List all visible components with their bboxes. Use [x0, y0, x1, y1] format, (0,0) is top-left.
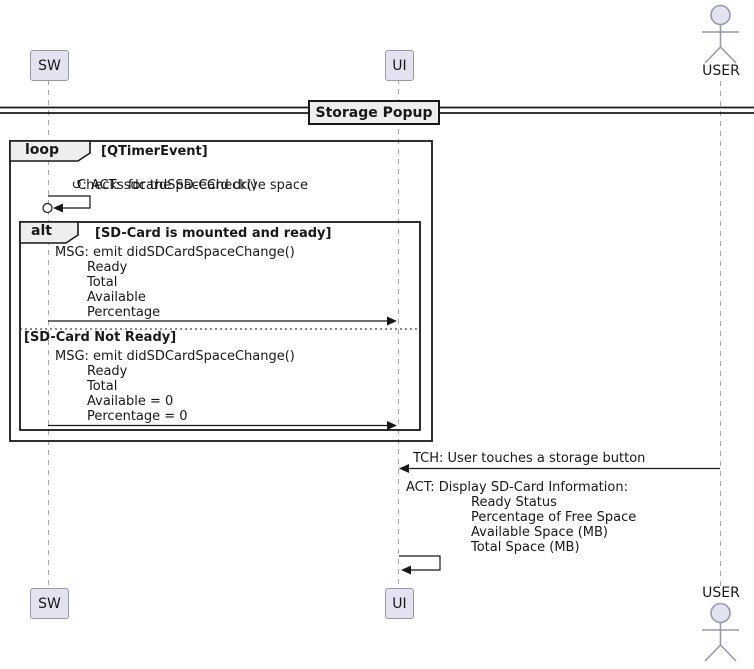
message-arrow-touch — [399, 464, 720, 473]
divider-title-box: Storage Popup — [308, 100, 440, 125]
divider-title: Storage Popup — [315, 104, 433, 121]
participant-sw-top: SW — [30, 50, 69, 81]
message-sdcard-check-note: Checks for the SD-Card drive space — [77, 178, 309, 193]
timer-icon: ↺ — [71, 178, 83, 193]
message-arrow-ready — [48, 316, 397, 326]
message-display-head: ACT: Display SD-Card Information: — [406, 480, 628, 495]
alt-condition-label: [SD-Card is mounted and ready] — [95, 226, 332, 241]
message-not-ready-params: Ready Total Available = 0 Percentage = 0 — [87, 364, 188, 424]
alt-else-condition-label: [SD-Card Not Ready] — [24, 330, 177, 345]
message-not-ready-head: MSG: emit didSDCardSpaceChange() — [55, 349, 295, 364]
participant-ui-top: UI — [385, 50, 414, 81]
participant-ui-bottom: UI — [385, 588, 414, 619]
participant-sw-bottom-label: SW — [38, 595, 61, 612]
alt-label-pentagon — [19, 221, 79, 244]
loop-operator-label: loop — [25, 142, 60, 158]
participant-ui-bottom-label: UI — [392, 595, 407, 612]
self-message-arrow-sdcard-check — [42, 195, 91, 214]
message-ready-head: MSG: emit didSDCardSpaceChange() — [55, 245, 295, 260]
actor-icon-bottom — [702, 602, 739, 662]
participant-sw-bottom: SW — [30, 588, 69, 619]
alt-frame — [19, 221, 421, 431]
loop-label-pentagon — [9, 140, 91, 162]
message-display-params: Ready Status Percentage of Free Space Av… — [471, 495, 637, 555]
message-arrow-not-ready — [48, 421, 397, 430]
participant-user-bottom-label: USER — [702, 585, 740, 601]
actor-icon-top — [702, 4, 739, 64]
self-message-arrow-display — [399, 555, 441, 575]
message-touch-text: TCH: User touches a storage button — [413, 451, 646, 466]
message-sdcard-check-head: ↺: ACT: sdcardSpaceCheck() — [55, 163, 257, 208]
participant-sw-top-label: SW — [38, 57, 61, 74]
alt-operator-label: alt — [31, 223, 52, 239]
message-ready-params: Ready Total Available Percentage — [87, 260, 161, 320]
participant-ui-top-label: UI — [392, 57, 407, 74]
participant-user-top-label: USER — [702, 63, 740, 79]
message-sdcard-check-text: : ACT: sdcardSpaceCheck() — [82, 178, 257, 193]
loop-condition-label: [QTimerEvent] — [101, 144, 208, 159]
loop-frame — [9, 140, 433, 442]
